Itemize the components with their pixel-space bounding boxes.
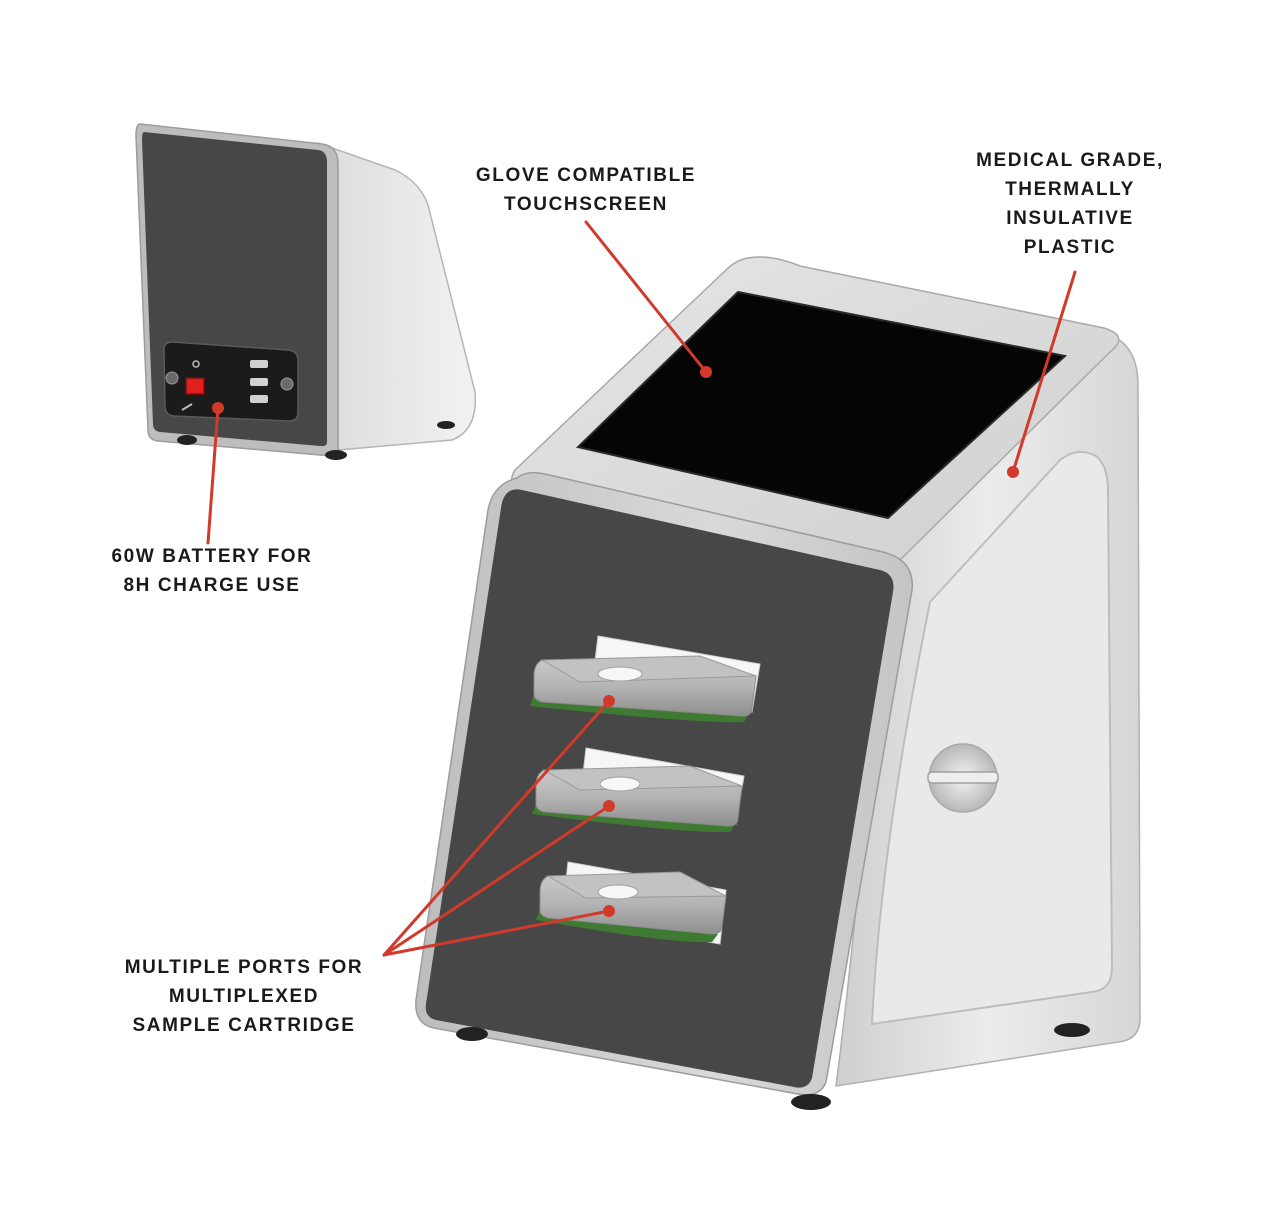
callout-dot-battery [212, 402, 224, 414]
callout-label-touchscreen: GLOVE COMPATIBLE TOUCHSCREEN [440, 161, 732, 219]
callout-text: GLOVE COMPATIBLE [475, 165, 697, 186]
power-inlet [250, 360, 268, 403]
callout-text: 60W BATTERY FOR [111, 546, 313, 567]
callout-line-plastic [1011, 270, 1077, 474]
callout-lines [206, 220, 1077, 957]
rubber-foot-icon [177, 435, 197, 445]
rubber-foot-icon [325, 450, 347, 460]
screw-icon [165, 371, 179, 385]
callout-dot-port-3 [603, 905, 615, 917]
callout-text: MULTIPLE PORTS FOR [124, 957, 364, 978]
callout-line-touchscreen [584, 220, 708, 374]
callout-line-port-1 [382, 699, 611, 957]
touchscreen[interactable] [575, 290, 1068, 520]
callout-text: SAMPLE CARTRIDGE [132, 1015, 356, 1036]
cartridge-port-1[interactable] [530, 635, 761, 723]
callout-text: INSULATIVE [1006, 208, 1134, 229]
sample-well-icon [597, 666, 643, 682]
power-connector-plate [163, 341, 299, 422]
callout-label-plastic: MEDICAL GRADE, THERMALLY INSULATIVE PLAS… [950, 146, 1190, 262]
callout-dot-port-2 [603, 800, 615, 812]
cartridge-port-3[interactable] [536, 861, 727, 945]
callout-label-ports: MULTIPLE PORTS FOR MULTIPLEXED SAMPLE CA… [96, 953, 392, 1040]
rear-view-device [135, 123, 477, 460]
callout-line-port-3 [382, 909, 611, 957]
callout-text: MEDICAL GRADE, [976, 150, 1164, 171]
callout-line-port-2 [382, 804, 611, 957]
callout-dot-plastic [1007, 466, 1019, 478]
power-switch[interactable] [185, 377, 205, 395]
rubber-foot-icon [1054, 1023, 1090, 1037]
callout-label-battery: 60W BATTERY FOR 8H CHARGE USE [78, 542, 346, 600]
callout-line-battery [206, 406, 220, 545]
rear-device-side [317, 141, 477, 451]
side-recessed-panel [870, 450, 1114, 1026]
callout-text: PLASTIC [1023, 237, 1117, 258]
main-device [415, 256, 1141, 1110]
callout-text: 8H CHARGE USE [123, 575, 301, 596]
screw-icon [280, 377, 294, 391]
rubber-foot-icon [456, 1027, 488, 1041]
rubber-foot-icon [791, 1094, 831, 1110]
side-knob-icon[interactable] [927, 743, 999, 813]
sample-well-icon [597, 884, 639, 900]
cartridge-port-2[interactable] [532, 747, 745, 833]
callout-dot-port-1 [603, 695, 615, 707]
callout-text: THERMALLY [1005, 179, 1135, 200]
sample-well-icon [599, 776, 641, 792]
callout-text: TOUCHSCREEN [504, 194, 668, 215]
callout-dot-touchscreen [700, 366, 712, 378]
power-switch-icon [192, 360, 200, 368]
rubber-foot-icon [437, 421, 455, 429]
callout-text: MULTIPLEXED [168, 986, 320, 1007]
